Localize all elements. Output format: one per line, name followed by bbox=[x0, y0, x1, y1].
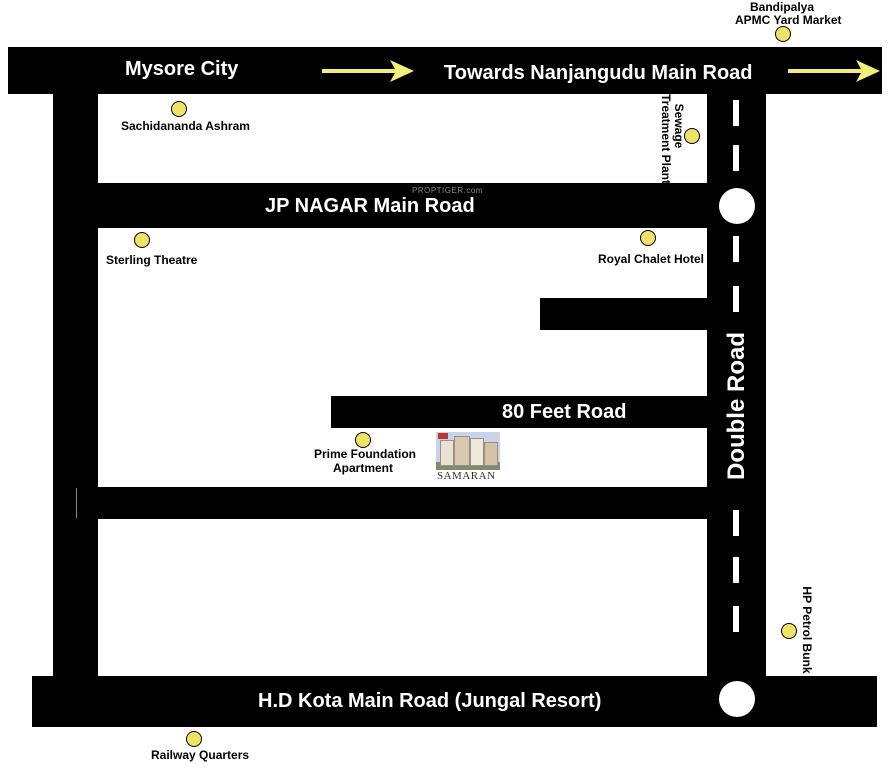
landmark-royal-chalet-hotel: Royal Chalet Hotel bbox=[598, 252, 705, 266]
landmark-sachidananda-ashram: Sachidananda Ashram bbox=[121, 119, 250, 133]
landmark-apmc-yard: APMC Yard Market bbox=[735, 13, 842, 27]
road-dash bbox=[733, 510, 739, 536]
location-marker-icon bbox=[781, 623, 797, 639]
location-marker-icon bbox=[640, 230, 656, 246]
location-marker-icon bbox=[355, 432, 371, 448]
landmark-sterling-theatre: Sterling Theatre bbox=[106, 253, 198, 267]
road-dash bbox=[733, 236, 739, 262]
road-label-hd-kota: H.D Kota Main Road (Jungal Resort) bbox=[258, 690, 602, 712]
road-80-feet bbox=[331, 396, 707, 428]
road-lower bbox=[77, 487, 707, 519]
road-top bbox=[8, 47, 882, 94]
location-marker-icon bbox=[775, 26, 791, 42]
road-dash bbox=[733, 606, 739, 632]
road-label-mysore-city: Mysore City bbox=[125, 58, 239, 80]
landmark-sewage: Sewage bbox=[672, 103, 686, 149]
road-small-right bbox=[540, 298, 707, 330]
road-dash bbox=[733, 100, 739, 126]
project-name-label: SAMARAN bbox=[437, 470, 496, 482]
road-dash bbox=[733, 145, 739, 171]
project-thumbnail bbox=[436, 432, 500, 470]
location-marker-icon bbox=[186, 731, 202, 747]
road-label-80-feet: 80 Feet Road bbox=[502, 401, 627, 423]
landmark-railway-quarters: Railway Quarters bbox=[151, 748, 250, 762]
landmark-bandipalya: Bandipalya bbox=[750, 0, 815, 14]
right-arrow-icon bbox=[322, 60, 414, 82]
road-marker-tick bbox=[76, 488, 77, 518]
road-label-jp-nagar: JP NAGAR Main Road bbox=[265, 195, 475, 217]
junction-circle-top bbox=[719, 188, 755, 224]
road-jp-nagar bbox=[98, 183, 707, 228]
watermark: PROPTIGER.com bbox=[412, 186, 483, 195]
location-marker-icon bbox=[134, 232, 150, 248]
location-marker-icon bbox=[171, 101, 187, 117]
road-left-vertical bbox=[53, 94, 98, 676]
project-building-image bbox=[436, 432, 500, 470]
landmark-treatment-plant: Treatment Plant bbox=[659, 93, 673, 185]
landmark-hp-petrol-bunk: HP Petrol Bunk bbox=[800, 586, 814, 674]
road-dash bbox=[733, 557, 739, 583]
road-dash bbox=[733, 286, 739, 312]
junction-circle-bottom bbox=[719, 681, 755, 717]
road-label-double-road: Double Road bbox=[723, 332, 750, 480]
landmark-prime-foundation: Prime Foundation bbox=[314, 447, 416, 461]
right-arrow-icon bbox=[788, 60, 880, 82]
road-label-nanjangudu: Towards Nanjangudu Main Road bbox=[444, 62, 753, 84]
location-marker-icon bbox=[684, 128, 700, 144]
landmark-apartment: Apartment bbox=[333, 461, 394, 475]
